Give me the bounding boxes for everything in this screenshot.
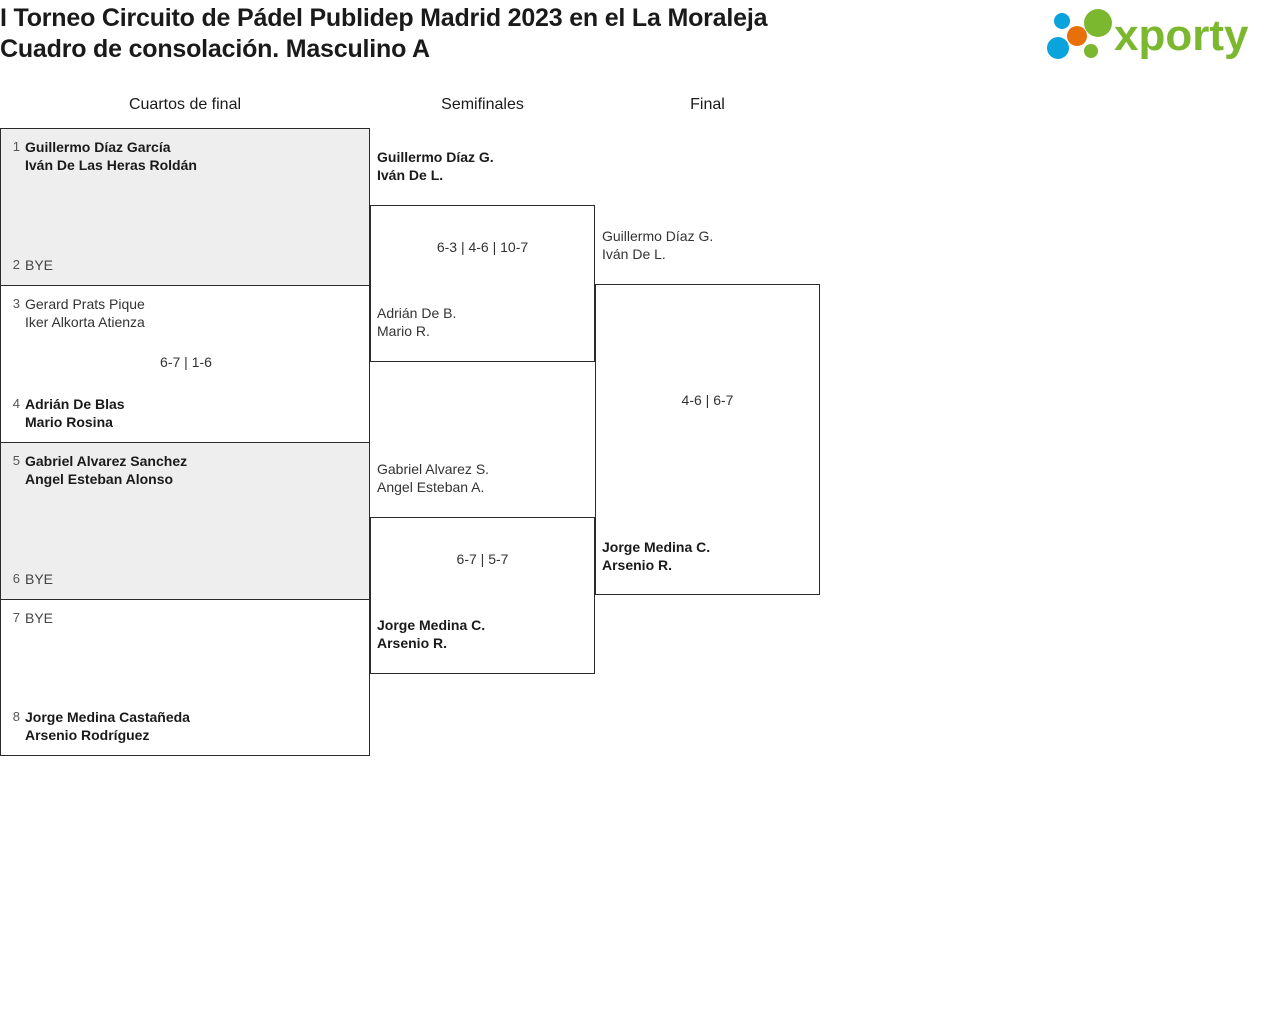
player-name-2: Angel Esteban A. bbox=[377, 479, 485, 495]
semifinal-1-team-bottom: Adrián De B. Mario R. bbox=[377, 304, 456, 340]
match-slot-bottom: 8 Jorge Medina Castañeda Arsenio Rodrígu… bbox=[1, 708, 369, 744]
final-team-bottom-champion: Jorge Medina C. Arsenio R. bbox=[602, 538, 710, 574]
match-quarterfinal-2[interactable]: 3 Gerard Prats Pique Iker Alkorta Atienz… bbox=[0, 285, 370, 442]
logo-dot-blue-large bbox=[1047, 37, 1069, 59]
seed-number: 2 bbox=[12, 257, 20, 272]
page-header: I Torneo Circuito de Pádel Publidep Madr… bbox=[0, 0, 1280, 88]
seed-number: 6 bbox=[12, 571, 20, 586]
match-slot-top: 5 Gabriel Alvarez Sanchez Angel Esteban … bbox=[1, 452, 369, 488]
match-slot-bottom: 6 BYE bbox=[1, 570, 369, 588]
round-header-semifinals: Semifinales bbox=[441, 96, 524, 113]
seed-number: 5 bbox=[12, 453, 20, 468]
match-score: 4-6 | 6-7 bbox=[681, 392, 734, 408]
player-name-1: Guillermo Díaz García bbox=[25, 139, 171, 155]
player-name-1: Jorge Medina C. bbox=[377, 617, 486, 633]
xporty-logo-svg: xporty bbox=[1047, 9, 1249, 60]
seed-number: 1 bbox=[12, 139, 20, 154]
team-names: BYE bbox=[25, 609, 53, 627]
player-name-1: BYE bbox=[25, 257, 54, 273]
team-names: Jorge Medina Castañeda Arsenio Rodríguez bbox=[25, 708, 190, 744]
semifinal-2-team-bottom: Jorge Medina C. Arsenio R. bbox=[377, 616, 485, 652]
match-semifinal-2[interactable]: 6-7 | 5-7 bbox=[370, 517, 595, 674]
semifinal-2-team-top: Gabriel Alvarez S. Angel Esteban A. bbox=[377, 460, 489, 496]
player-name-1: Guillermo Díaz G. bbox=[377, 149, 494, 165]
logo-dot-green-large bbox=[1084, 9, 1112, 37]
match-quarterfinal-4[interactable]: 7 BYE 8 Jorge Medina Castañeda Arsenio R… bbox=[0, 599, 370, 756]
player-name-2: Mario Rosina bbox=[25, 414, 113, 430]
player-name-1: BYE bbox=[25, 610, 54, 626]
player-name-2: Mario R. bbox=[377, 323, 430, 339]
team-names: Gabriel Alvarez Sanchez Angel Esteban Al… bbox=[25, 452, 187, 488]
semifinal-1-team-top: Guillermo Díaz G. Iván De L. bbox=[377, 148, 494, 184]
player-name-2: Arsenio R. bbox=[377, 635, 448, 651]
player-name-2: Arsenio R. bbox=[602, 557, 673, 573]
match-final[interactable] bbox=[595, 284, 820, 595]
team-names: Guillermo Díaz García Iván De Las Heras … bbox=[25, 138, 197, 174]
logo-dot-green-small bbox=[1084, 44, 1098, 58]
final-team-top: Guillermo Díaz G. Iván De L. bbox=[602, 227, 713, 263]
logo-wordmark: xporty bbox=[1114, 11, 1249, 60]
player-name-2: Arsenio Rodríguez bbox=[25, 727, 150, 743]
logo-dot-blue-small bbox=[1054, 13, 1070, 29]
player-name-1: Gerard Prats Pique bbox=[25, 296, 145, 312]
round-header-quarterfinals: Cuartos de final bbox=[128, 96, 242, 113]
match-slot-bottom: 4 Adrián De Blas Mario Rosina bbox=[1, 395, 369, 431]
match-slot-bottom: 2 BYE bbox=[1, 256, 369, 274]
seed-number: 3 bbox=[12, 296, 20, 311]
player-name-1: Adrián De Blas bbox=[25, 396, 125, 412]
match-score: 6-7 | 1-6 bbox=[160, 354, 212, 370]
match-quarterfinal-1[interactable]: 1 Guillermo Díaz García Iván De Las Hera… bbox=[0, 128, 370, 285]
xporty-logo[interactable]: xporty bbox=[1040, 6, 1272, 62]
match-semifinal-1[interactable]: 6-3 | 4-6 | 10-7 bbox=[370, 205, 595, 362]
player-name-1: BYE bbox=[25, 571, 54, 587]
player-name-2: Iván De Las Heras Roldán bbox=[25, 157, 197, 173]
team-names: BYE bbox=[25, 570, 53, 588]
player-name-1: Gabriel Alvarez Sanchez bbox=[25, 453, 188, 469]
match-slot-top: 1 Guillermo Díaz García Iván De Las Hera… bbox=[1, 138, 369, 174]
match-slot-top: 7 BYE bbox=[1, 609, 369, 627]
tournament-title-line-1: I Torneo Circuito de Pádel Publidep Madr… bbox=[0, 4, 768, 32]
bracket-subtitle-line-2: Cuadro de consolación. Masculino A bbox=[0, 35, 430, 63]
player-name-1: Jorge Medina C. bbox=[602, 539, 711, 555]
team-names: BYE bbox=[25, 256, 53, 274]
seed-number: 8 bbox=[12, 709, 20, 724]
player-name-1: Gabriel Alvarez S. bbox=[377, 461, 490, 477]
logo-dot-orange bbox=[1067, 26, 1087, 46]
round-header-final: Final bbox=[690, 96, 725, 113]
page-title: I Torneo Circuito de Pádel Publidep Madr… bbox=[0, 3, 1000, 65]
match-slot-top: 3 Gerard Prats Pique Iker Alkorta Atienz… bbox=[1, 295, 369, 331]
player-name-1: Jorge Medina Castañeda bbox=[25, 709, 190, 725]
team-names: Adrián De Blas Mario Rosina bbox=[25, 395, 125, 431]
player-name-2: Iván De L. bbox=[377, 167, 444, 183]
match-quarterfinal-3[interactable]: 5 Gabriel Alvarez Sanchez Angel Esteban … bbox=[0, 442, 370, 599]
match-score: 6-3 | 4-6 | 10-7 bbox=[436, 239, 529, 255]
player-name-2: Iván De L. bbox=[602, 246, 666, 262]
player-name-1: Adrián De B. bbox=[377, 305, 457, 321]
player-name-1: Guillermo Díaz G. bbox=[602, 228, 714, 244]
team-names: Gerard Prats Pique Iker Alkorta Atienza bbox=[25, 295, 145, 331]
match-score: 6-7 | 5-7 bbox=[456, 551, 509, 567]
seed-number: 7 bbox=[12, 610, 20, 625]
player-name-2: Iker Alkorta Atienza bbox=[25, 314, 145, 330]
seed-number: 4 bbox=[12, 396, 20, 411]
player-name-2: Angel Esteban Alonso bbox=[25, 471, 174, 487]
